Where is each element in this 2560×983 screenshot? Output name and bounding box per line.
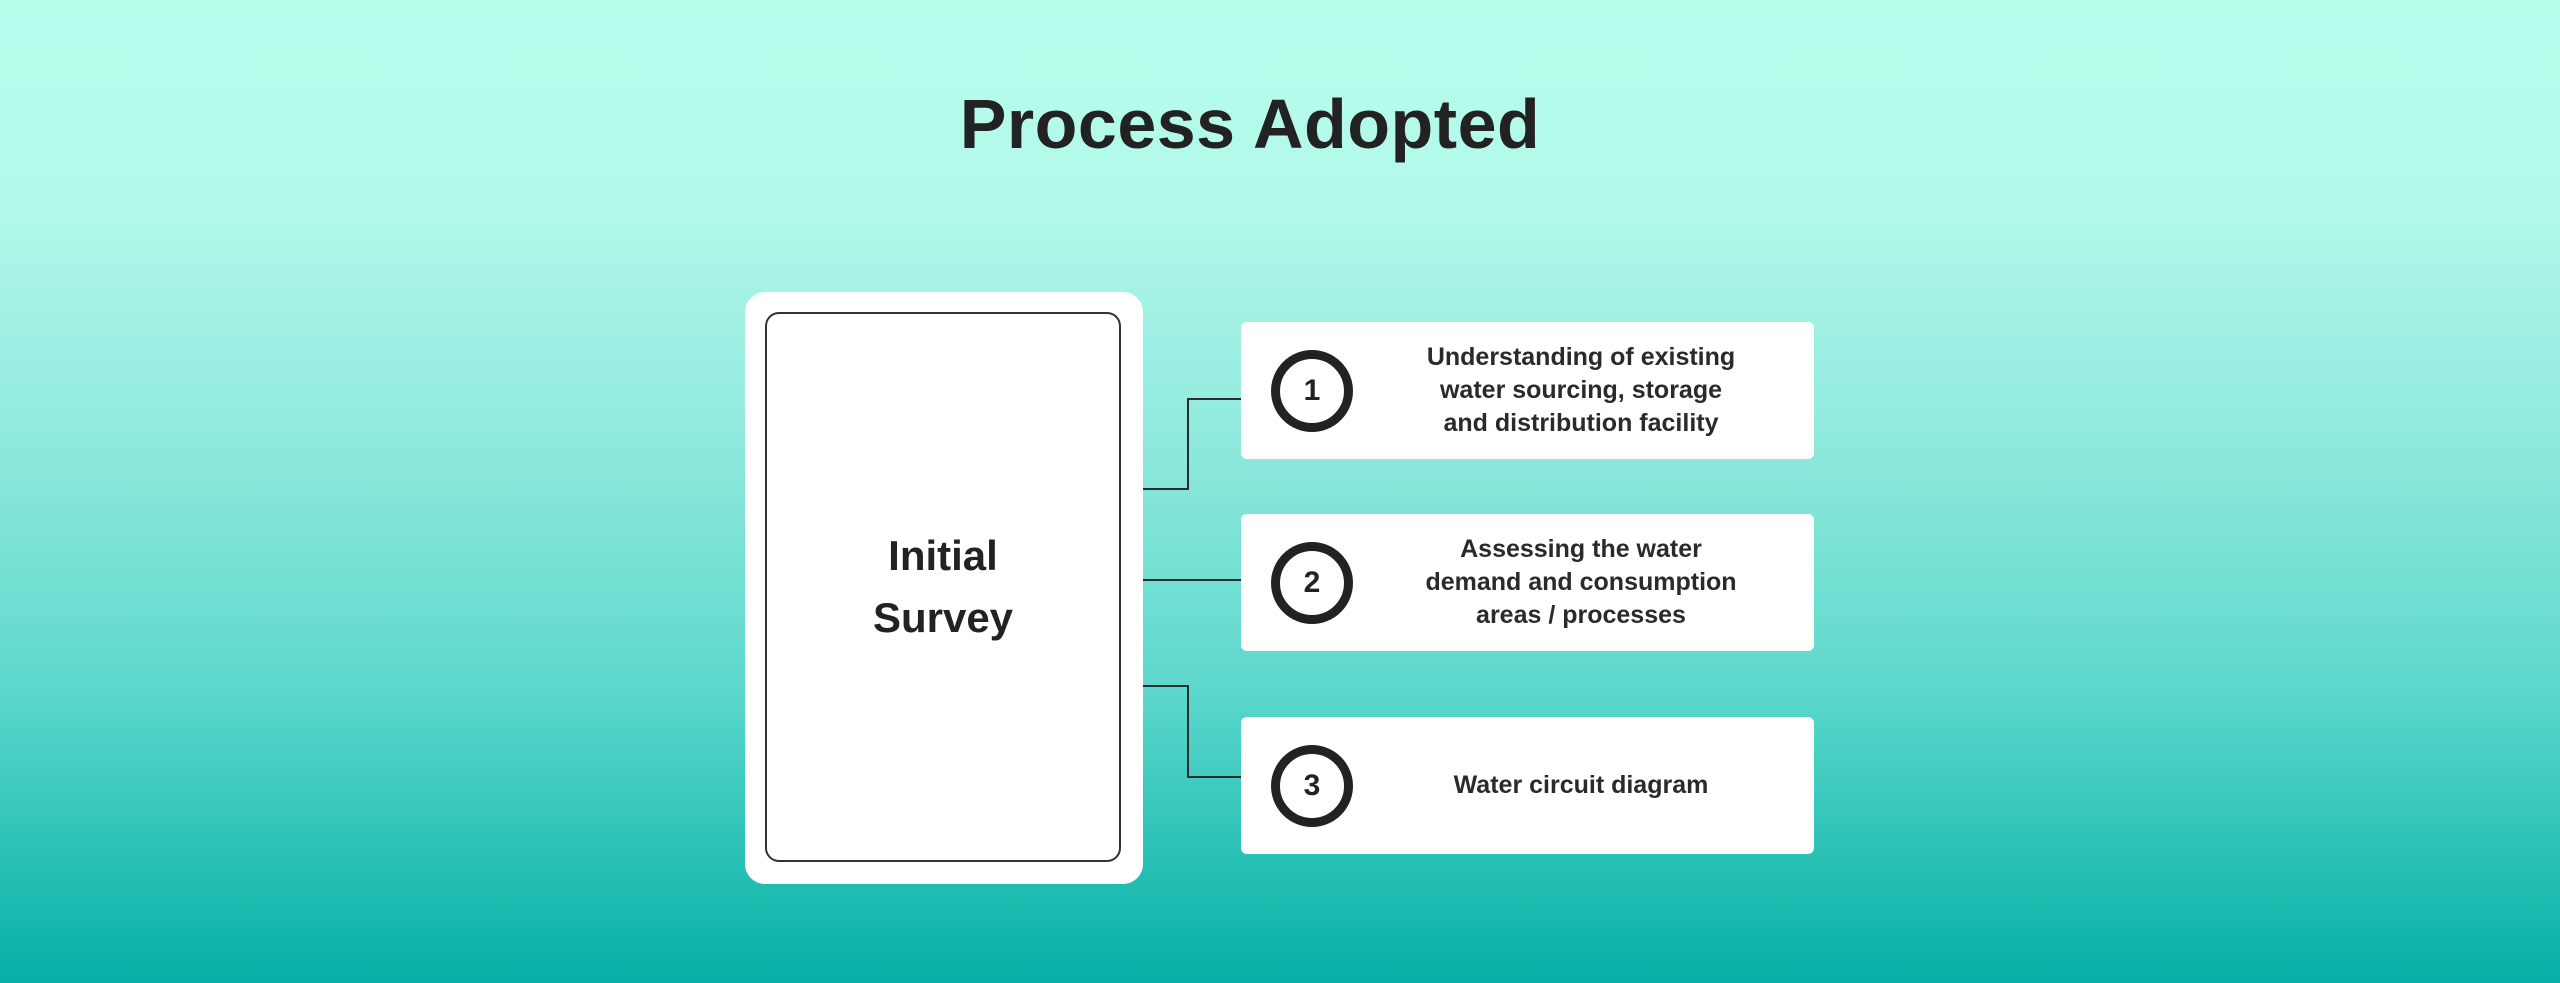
step-card-3: 3 Water circuit diagram <box>1241 717 1814 854</box>
step-1-line-3: and distribution facility <box>1443 409 1719 437</box>
initial-survey-frame: Initial Survey <box>765 312 1121 862</box>
connector-step-3 <box>1143 685 1241 778</box>
step-description: Assessing the water demand and consumpti… <box>1381 514 1781 651</box>
step-2-line-3: areas / processes <box>1476 601 1686 629</box>
step-number-badge: 1 <box>1271 350 1353 432</box>
step-2-line-1: Assessing the water <box>1460 535 1702 563</box>
step-card-1: 1 Understanding of existing water sourci… <box>1241 322 1814 459</box>
step-1-line-2: water sourcing, storage <box>1439 376 1723 404</box>
initial-survey-line-2: Survey <box>872 594 1014 641</box>
step-number-badge: 3 <box>1271 745 1353 827</box>
step-card-2: 2 Assessing the water demand and consump… <box>1241 514 1814 651</box>
connector-step-1 <box>1143 398 1241 490</box>
step-description: Understanding of existing water sourcing… <box>1381 322 1781 459</box>
initial-survey-line-1: Initial <box>888 532 998 579</box>
step-2-line-2: demand and consumption <box>1425 568 1737 596</box>
step-description: Water circuit diagram <box>1381 717 1781 854</box>
page-title: Process Adopted <box>959 85 1541 163</box>
step-3-line-1: Water circuit diagram <box>1453 771 1709 799</box>
step-number-badge: 2 <box>1271 542 1353 624</box>
initial-survey-label: Initial Survey <box>873 525 1013 649</box>
step-1-line-1: Understanding of existing <box>1426 343 1736 371</box>
initial-survey-card: Initial Survey <box>745 292 1143 884</box>
